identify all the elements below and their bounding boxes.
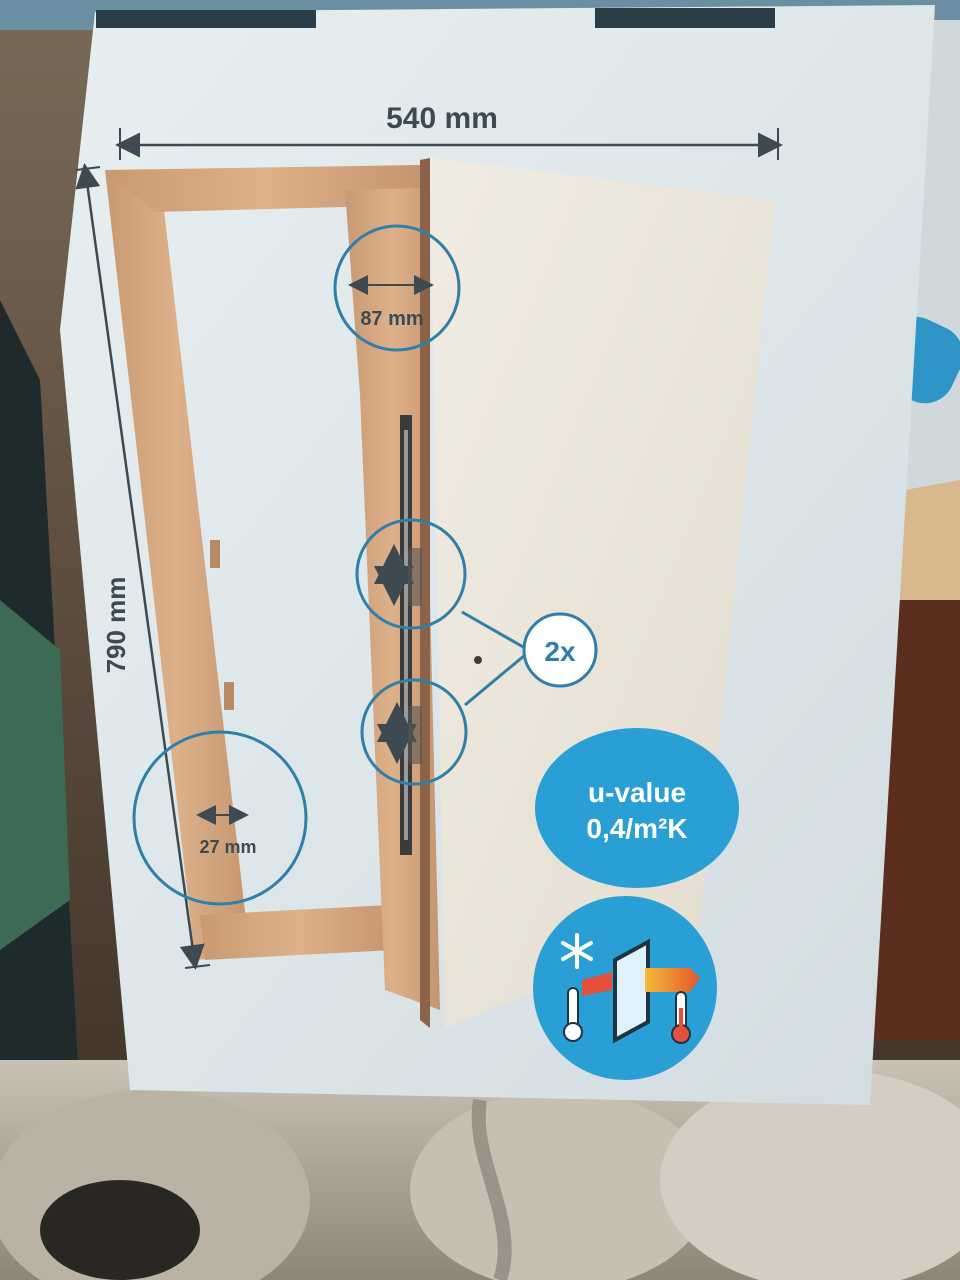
uvalue-line2: 0,4/m²K [586, 813, 687, 844]
frame-label: 27 mm [199, 837, 256, 857]
frame-detail-callout: 27 mm [132, 730, 308, 906]
cold-arrow-icon [582, 972, 612, 996]
u-value-badge: u-value 0,4/m²K [535, 728, 739, 888]
dimension-lines [75, 128, 783, 970]
snowflake-icon [561, 933, 593, 969]
lock-callouts: 2x [355, 518, 598, 786]
thermometer-icon [563, 987, 691, 1044]
width-label: 540 mm [386, 102, 498, 135]
depth-detail-callout: 87 mm [333, 224, 461, 352]
depth-label: 87 mm [360, 308, 423, 330]
heat-arrow-icon [645, 968, 700, 992]
height-label: 790 mm [101, 577, 131, 674]
insulation-badge [533, 896, 717, 1080]
locks-label: 2x [544, 636, 576, 667]
window-icon [613, 938, 650, 1044]
uvalue-line1: u-value [588, 777, 686, 808]
